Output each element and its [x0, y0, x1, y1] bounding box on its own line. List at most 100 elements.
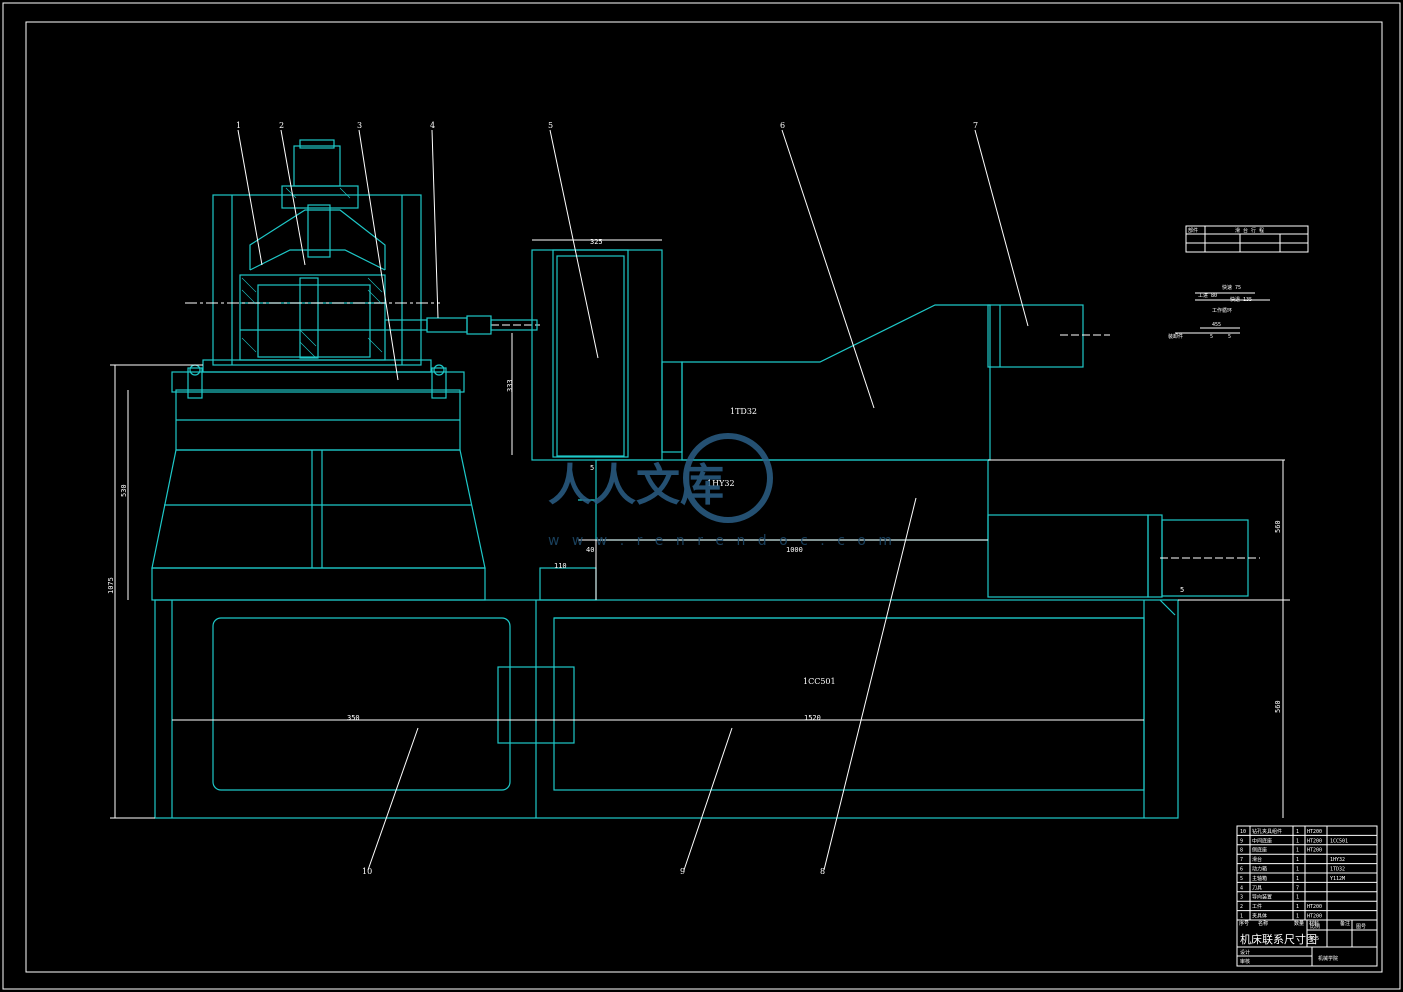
balloon-4: 4: [430, 121, 435, 130]
bom-cell: 1: [1296, 914, 1299, 920]
stroke-table: [1175, 225, 1309, 334]
bom-cell: 钻孔夹具组件: [1252, 828, 1282, 835]
stroke-table-header-0: 部件: [1188, 227, 1198, 234]
dimension-lines: [110, 364, 1290, 819]
bom-cell: 1: [1296, 876, 1299, 882]
bom-cell: 1: [1296, 829, 1299, 835]
label-base: 1CC501: [803, 677, 836, 686]
dim-offset-a: 40: [586, 546, 594, 554]
bom-cell: 1CC501: [1330, 838, 1348, 844]
dim-small-b: 5: [1180, 586, 1184, 594]
bom-cell: 4: [1240, 885, 1243, 891]
bom-header-qty: 数量: [1294, 920, 1304, 927]
label-slide-table: 1HY32: [707, 479, 735, 488]
bom-cell: 1HY32: [1330, 857, 1345, 863]
balloon-9: 9: [680, 867, 685, 876]
bom-cell: 刀具: [1252, 885, 1262, 891]
side-base-left: [151, 389, 486, 601]
bom-cell: 主轴箱: [1252, 875, 1267, 882]
bom-header-no: 序号: [1239, 920, 1249, 927]
dim-offset-b: 110: [554, 562, 567, 570]
bom-cell: 夹具体: [1252, 913, 1267, 920]
dim-slide-length: 1000: [786, 546, 803, 554]
bom-cell: HT200: [1307, 848, 1322, 854]
leader-lines: [237, 129, 1029, 871]
balloon-5: 5: [548, 121, 553, 130]
drawing-title: 机床联系尺寸图: [1240, 932, 1317, 946]
dim-small-a: 5: [590, 464, 594, 472]
balloon-7: 7: [973, 121, 978, 130]
bom-cell: HT200: [1307, 838, 1322, 844]
bom-cell: 1TD32: [1330, 867, 1345, 873]
note-455: 455: [1212, 322, 1221, 328]
bom-cell: 5: [1240, 876, 1243, 882]
designer-label: 设计: [1240, 949, 1250, 956]
bom-cell: 10: [1240, 829, 1246, 835]
stroke-table-header-1: 滑 台 行 程: [1235, 227, 1264, 234]
sheet-label: 图号: [1356, 924, 1366, 930]
watermark-text: 人人文库: [548, 460, 724, 511]
ratio-value: 1:5: [1310, 936, 1319, 942]
note-fast-forward: 快速 75: [1222, 284, 1241, 291]
bom-cell: 8: [1240, 848, 1243, 854]
bom-cell: 6: [1240, 867, 1243, 873]
balloon-10: 10: [362, 867, 372, 876]
bom-cell: 动力箱: [1252, 866, 1267, 873]
dim-base-right: 1520: [804, 714, 821, 722]
bom-cell: 1: [1296, 904, 1299, 910]
main-bed: [154, 599, 1179, 819]
bom-cell: HT200: [1307, 829, 1322, 835]
bom-cell: 9: [1240, 838, 1243, 844]
note-cycle: 工作循环: [1212, 307, 1232, 314]
balloon-1: 1: [236, 121, 241, 130]
label-power-head: 1TD32: [730, 407, 757, 416]
bom-cell: 工件: [1252, 903, 1262, 910]
note-loading: 装卸件: [1168, 333, 1183, 340]
dim-box-height: 333: [506, 379, 514, 392]
balloon-2: 2: [279, 121, 284, 130]
bom-cell: 1: [1296, 857, 1299, 863]
watermark-url: w w w . r e n r e n d o c . c o m: [548, 533, 896, 549]
bom-cell: 中间底座: [1252, 837, 1272, 844]
bom-cell: HT200: [1307, 914, 1322, 920]
inner-border: [25, 21, 1383, 973]
bom-header-material: 材料: [1309, 920, 1319, 927]
bom-cell: 1: [1240, 914, 1243, 920]
ratio-label: 比例: [1310, 923, 1320, 930]
school-name: 机械学院: [1318, 955, 1338, 962]
bom-cell: 滑台: [1252, 856, 1262, 863]
note-5b: 5: [1228, 334, 1231, 340]
bom-cell: 3: [1240, 895, 1243, 901]
bom-header-note: 备注: [1340, 920, 1350, 927]
dim-total-height: 1075: [107, 577, 115, 594]
dim-right-upper: 560: [1274, 520, 1282, 533]
bom-cell: 1: [1296, 848, 1299, 854]
balloon-8: 8: [820, 867, 825, 876]
fixture-assembly: [171, 139, 540, 399]
note-work-feed: 工进 80: [1198, 292, 1217, 299]
bom-cell: Y112M: [1330, 876, 1345, 882]
balloon-3: 3: [357, 121, 362, 130]
dim-base-left: 350: [347, 714, 360, 722]
checker-label: 审核: [1240, 958, 1250, 965]
watermark: 人人文库 w w w . r e n r e n d o c . c o m: [548, 433, 896, 549]
bom-cell: 侧底座: [1252, 847, 1267, 854]
bom-cell: HT200: [1307, 904, 1322, 910]
power-box: [511, 239, 1110, 461]
dim-box-width: 325: [590, 238, 603, 246]
dim-left-height: 530: [120, 484, 128, 497]
watermark-logo-icon: [683, 433, 773, 523]
bom-cell: 7: [1240, 857, 1243, 863]
balloon-6: 6: [780, 121, 785, 130]
bom-cell: 1: [1296, 895, 1299, 901]
bom-header-name: 名称: [1258, 920, 1268, 927]
bom-cell: 7: [1296, 885, 1299, 891]
bom-cell: 1: [1296, 838, 1299, 844]
note-5a: 5: [1210, 334, 1213, 340]
note-fast-return: 快退 135: [1230, 296, 1252, 303]
slide-table: [539, 459, 1285, 601]
bom-cell: 2: [1240, 904, 1243, 910]
